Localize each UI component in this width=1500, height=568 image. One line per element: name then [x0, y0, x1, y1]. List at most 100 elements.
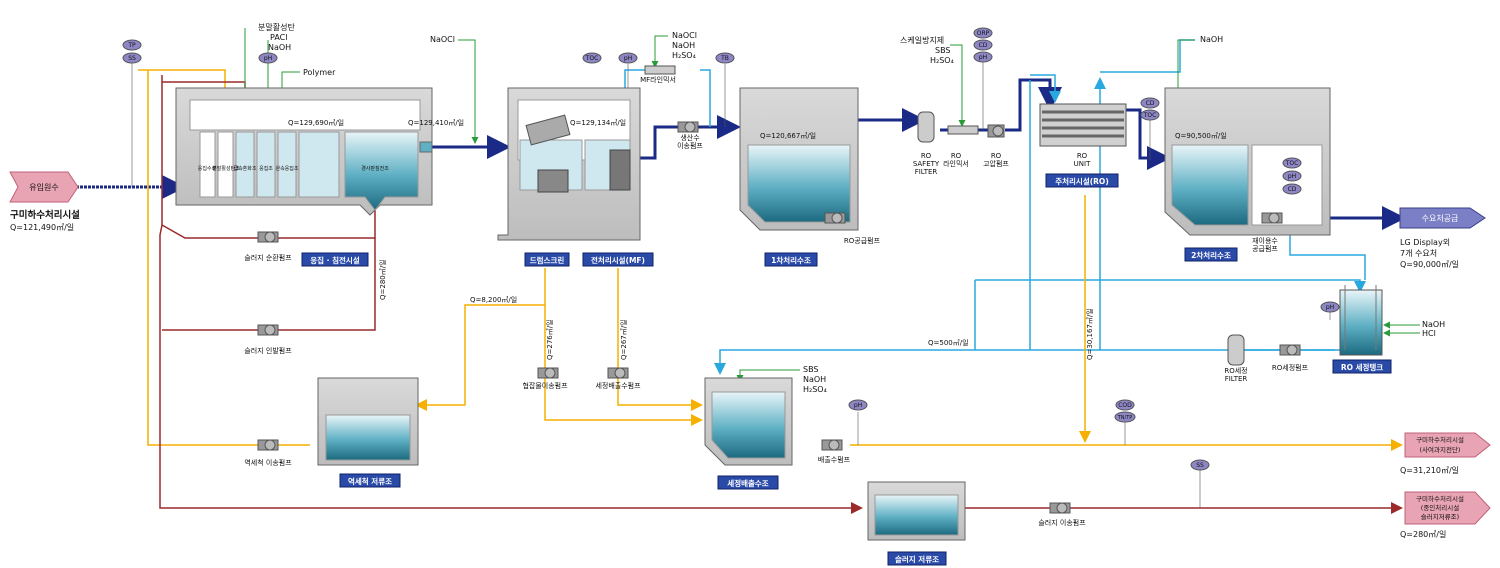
ro-main-label: 주처리시설(RO): [1055, 176, 1109, 186]
chem-wash-sbs: SBS: [803, 365, 819, 374]
pretreatment-tank: [497, 87, 641, 241]
sensor-ph-rotank: [1320, 301, 1340, 313]
ro-wash-pump-label: RO세정펌프: [1272, 363, 1309, 372]
chem-naocl: NaOCl: [430, 35, 455, 44]
ro-feed-label: RO공급펌프: [844, 236, 881, 245]
sensors-mf: TOC pH TB: [582, 52, 735, 64]
wash-tank-label: 세정배출수조: [727, 478, 768, 488]
svg-text:공급펌프: 공급펌프: [1252, 244, 1278, 253]
drain-pump[interactable]: [821, 439, 843, 451]
second-label: 2차처리수조: [1191, 250, 1231, 260]
chem-wash-h2so4: H₂SO₄: [803, 385, 827, 394]
chem-mf-naoh: NaOH: [672, 41, 695, 50]
sensor-tntp: [1114, 411, 1136, 423]
line-red-draw: [162, 238, 376, 331]
sensors-left: TP SS pH: [122, 39, 278, 64]
svg-text:SAFETY: SAFETY: [913, 160, 940, 168]
ro-hp-pump[interactable]: [987, 124, 1005, 138]
line-cyan-re: [1289, 230, 1366, 280]
sludge-tank: [867, 481, 966, 541]
mf-chemicals: NaOCl NaOH H₂SO₄: [672, 31, 697, 60]
mf-line-mixer: [644, 65, 676, 75]
sensor-tp: TP: [127, 42, 136, 49]
sludge-draw-pump[interactable]: [257, 324, 279, 336]
chem-naocl-line: [458, 39, 479, 144]
flow-q9: Q=267㎥/일: [619, 319, 628, 360]
compartment-sed: 경사판침전조: [361, 165, 389, 172]
line-tb-cyan: [700, 69, 711, 127]
supply-flow: Q=90,000㎥/일: [1400, 260, 1459, 269]
flow-q5: Q=90,500㎥/일: [1175, 131, 1227, 140]
chem-pac: 분말활성탄: [258, 22, 295, 32]
sensor-ph-wash-text: pH: [854, 402, 862, 409]
chem-mf-h2so4: H₂SO₄: [672, 51, 696, 60]
chem-naoh: NaOH: [268, 43, 291, 52]
chem-wash-line: [736, 369, 800, 382]
compartment-slow: 완속응집조: [275, 165, 298, 172]
wash-drain-pump[interactable]: [607, 367, 629, 379]
out2-label3: 슬러지저류조): [1421, 512, 1459, 521]
compartment-rapid: 급속혼화조: [233, 165, 256, 172]
second-treatment-tank: [1164, 87, 1331, 236]
ro-wash-pump[interactable]: [1279, 344, 1301, 356]
coag-tank-label: 응집 · 침전시설: [310, 255, 360, 265]
sludge-draw-label: 슬러지 인발펌프: [244, 346, 292, 355]
sludge-transfer-pump[interactable]: [1049, 502, 1071, 514]
coag-sed-tank: [175, 87, 433, 216]
ro-feed-pump[interactable]: [824, 212, 846, 224]
wash-drain-pump-label: 세정배출수펌프: [595, 381, 641, 390]
sensor-cd2: CD: [1288, 186, 1297, 193]
svg-text:RO: RO: [991, 152, 1002, 160]
ro-unit-label: RO UNIT: [1074, 152, 1091, 168]
flow-q2: Q=129,410㎥/일: [408, 118, 464, 127]
sensor-ss2: [1190, 459, 1210, 471]
out1-label1: 구미하수처리시설: [1416, 435, 1464, 444]
sensor-tb: TB: [720, 55, 729, 62]
reuse-pump[interactable]: [1261, 212, 1283, 224]
chem-ro-line: [950, 44, 966, 127]
out1-flow: Q=31,210㎥/일: [1400, 466, 1459, 475]
mf-mixer-label: MF라인믹서: [640, 75, 676, 84]
line-cyan-top: [1100, 39, 1195, 73]
ro-wash-tank: [1339, 285, 1383, 356]
ro-tank-label: RO 세정탱크: [1341, 362, 1383, 372]
inlet-name: 구미하수처리시설: [10, 209, 80, 221]
sensor-ph-ro: pH: [979, 54, 987, 61]
out2-arrow: [1404, 491, 1491, 525]
flow-q6: Q=280㎥/일: [378, 259, 387, 300]
line-orange-back: [415, 268, 546, 411]
concentrate-pump[interactable]: [537, 367, 559, 379]
first-treatment-tank: [739, 87, 859, 231]
line-cyan-wash: [975, 279, 1366, 293]
drain-pump-label: 배출수펌프: [818, 455, 851, 464]
chem-polymer: Polymer: [303, 68, 336, 77]
sludge-tank-badge: [887, 551, 947, 566]
line-ro-hp: [1005, 78, 1062, 132]
product-pump-label1: 생산수: [680, 133, 700, 142]
sludge-circ-label: 슬러지 순환펌프: [244, 253, 292, 262]
inlet-label: 유입원수: [29, 183, 58, 192]
sensor-cd: CD: [1146, 100, 1155, 107]
first-badge: [764, 252, 818, 267]
ro-mixer-label: RO 라인믹서: [943, 152, 969, 168]
ro-chemicals: 스케일방지제 SBS H₂SO₄: [900, 35, 954, 65]
line-cyan-ro1: [1030, 74, 1061, 103]
sludge-circ-pump[interactable]: [257, 231, 279, 243]
sensors-second: TOC pH CD: [1282, 157, 1302, 195]
drum-label: 드럼스크린: [530, 255, 565, 265]
backwash-pump-label: 역세척 이송펌프: [244, 458, 292, 467]
line-cyan-500: [714, 349, 1340, 375]
ro-safety-label: RO SAFETY FILTER: [913, 152, 940, 176]
product-pump-label2: 이송펌프: [677, 141, 703, 150]
sensor-orp: ORP: [977, 30, 990, 37]
flow-q1: Q=129,690㎥/일: [288, 118, 344, 127]
ro-tank-badge: [1332, 359, 1392, 374]
product-pump[interactable]: [677, 121, 699, 133]
sensor-toc2: TOC: [1285, 160, 1299, 167]
line-orange-conc: [544, 305, 703, 426]
backwash-pump[interactable]: [257, 439, 279, 451]
sensor-toc: TOC: [1143, 112, 1157, 119]
sensor-cd-ro: CD: [979, 42, 988, 49]
out2-flow: Q=280㎥/일: [1400, 530, 1446, 539]
out2-label2: (중인처리시설: [1421, 503, 1459, 512]
